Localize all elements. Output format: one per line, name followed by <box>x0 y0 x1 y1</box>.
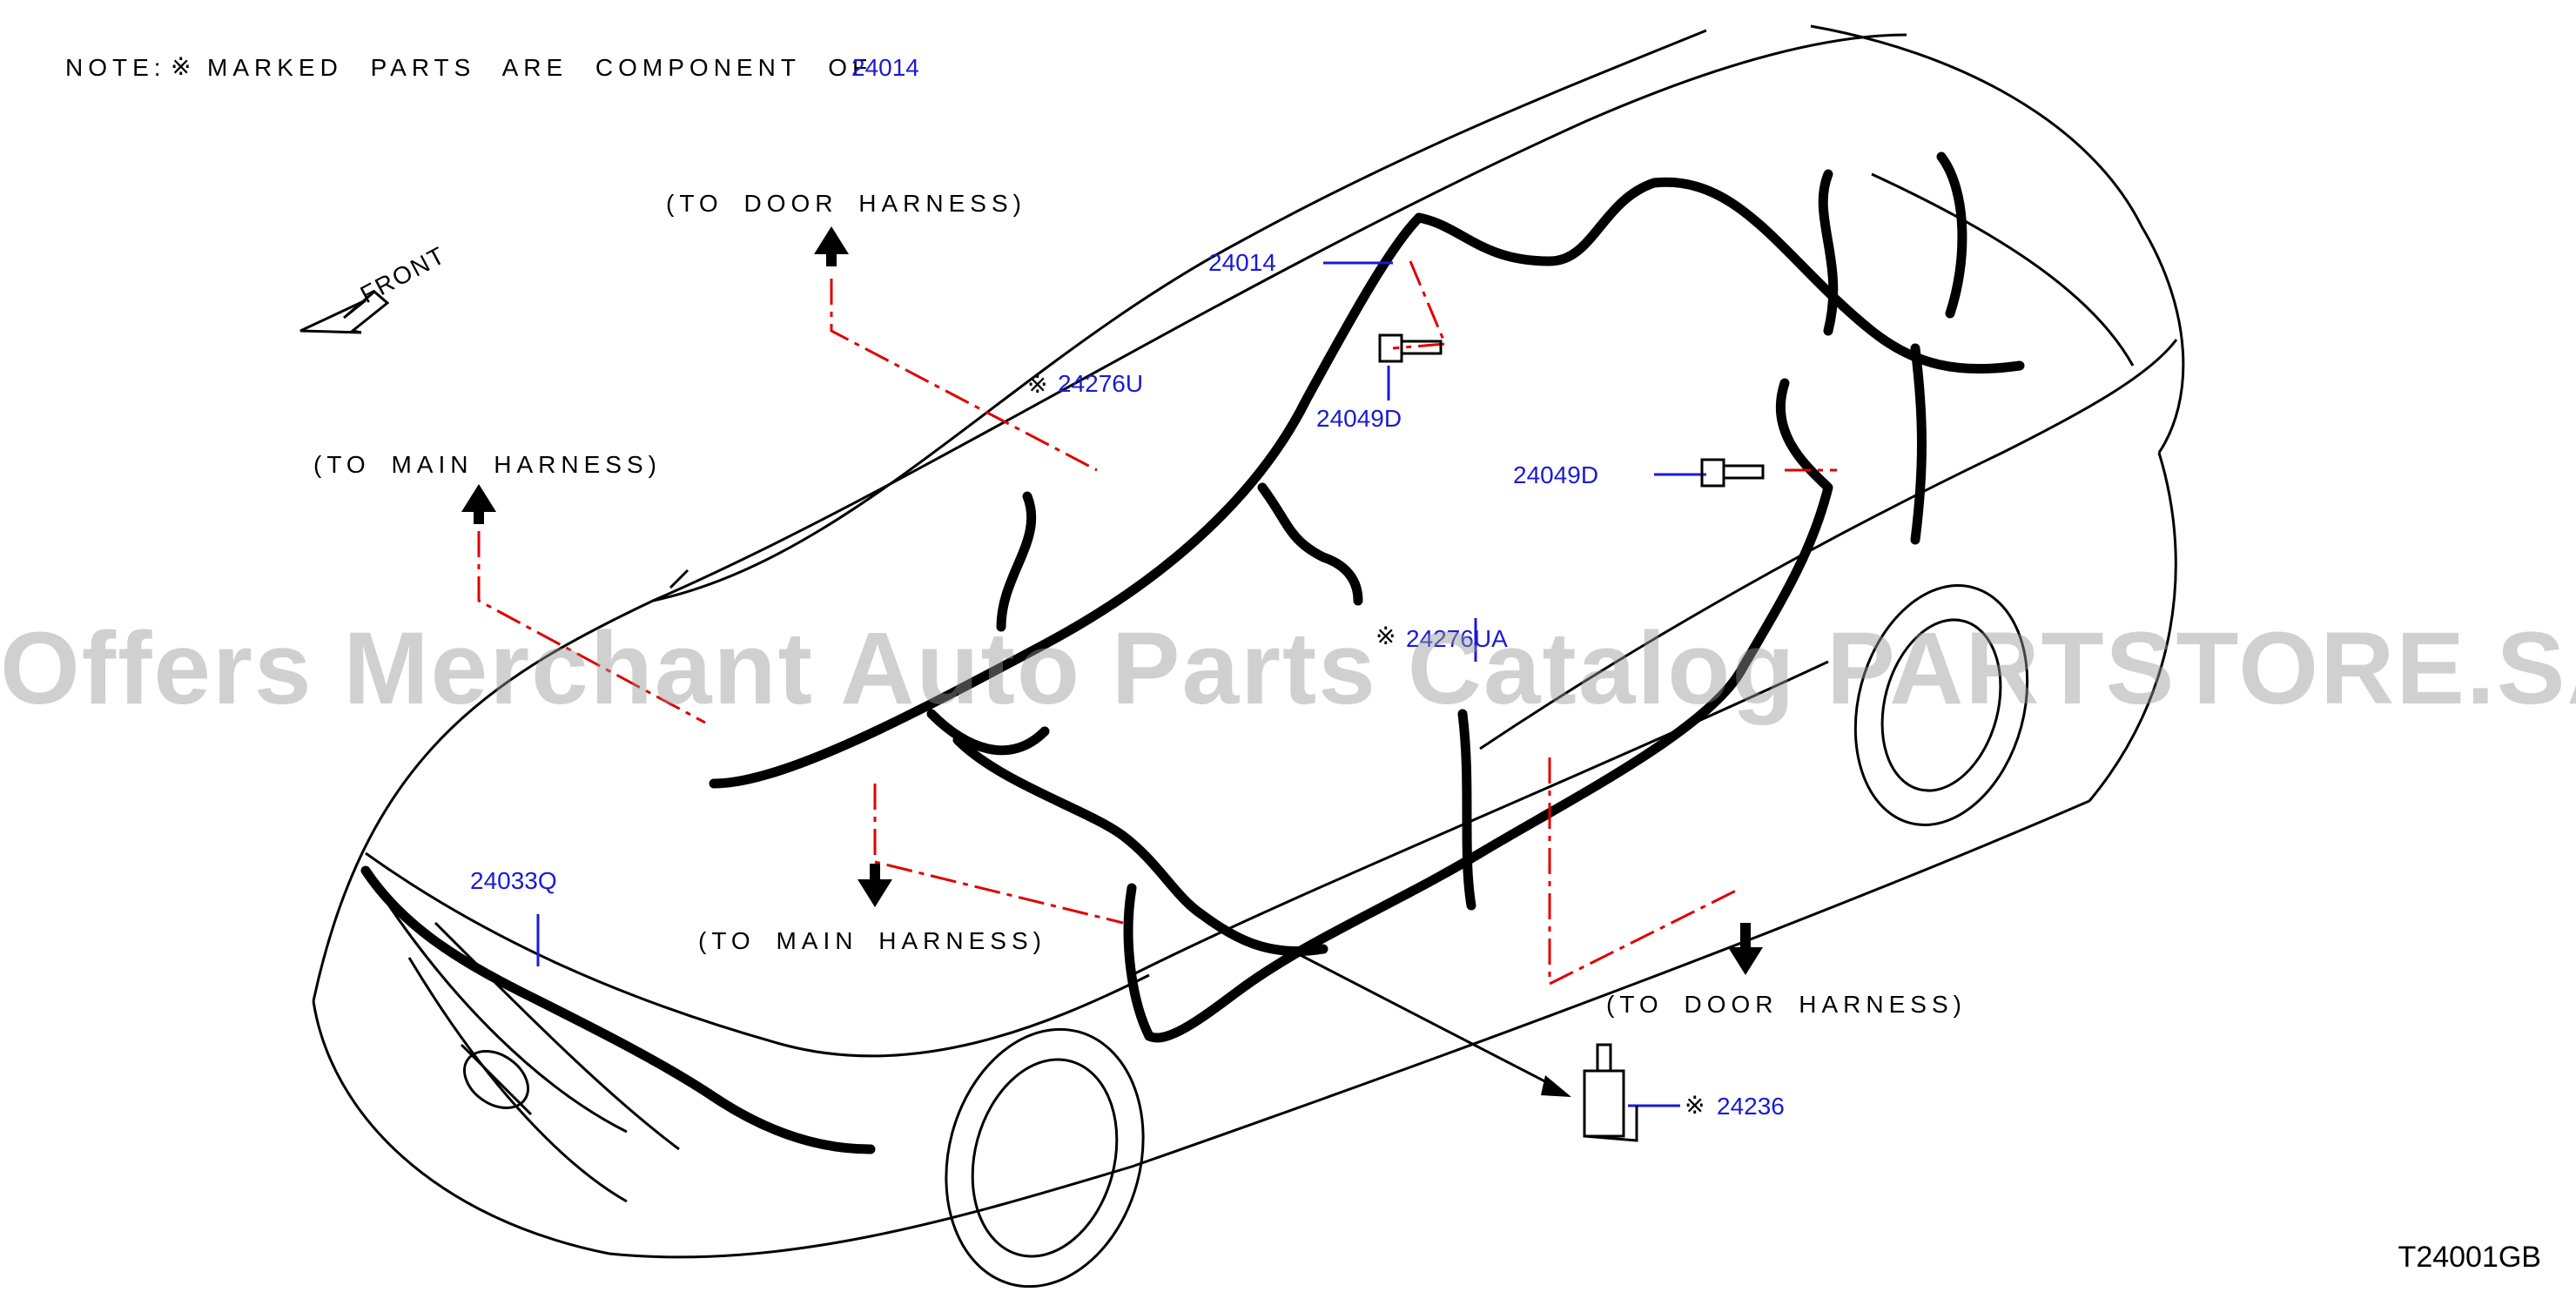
wiring-harness <box>360 151 2025 1154</box>
note-text: MARKED PARTS ARE COMPONENT OF <box>207 54 873 81</box>
part-label-24049D-b[interactable]: 24049D <box>1513 461 1599 488</box>
front-grille <box>407 921 680 1203</box>
pointer-arrow <box>1288 947 1571 1097</box>
note-prefix: NOTE: <box>65 54 166 81</box>
part-label-24014[interactable]: 24014 <box>1208 249 1276 276</box>
part-label-24276UA[interactable]: 24276UA <box>1406 625 1508 652</box>
bolt-icon <box>1378 333 1765 488</box>
part-label-24276U[interactable]: 24276U <box>1058 370 1144 397</box>
front-arrow-icon <box>299 290 390 334</box>
label-to-main-harness-center: (TO MAIN HARNESS) <box>698 927 1046 954</box>
part-label-24049D-a[interactable]: 24049D <box>1316 405 1402 432</box>
note-ref-24014: 24014 <box>851 54 919 81</box>
part-label-24033Q[interactable]: 24033Q <box>470 867 557 894</box>
marked-symbol-24276UA: ※ <box>1375 622 1396 649</box>
connector-24236-icon <box>1583 1043 1638 1142</box>
watermark: Offers Merchant Auto Parts Catalog PARTS… <box>0 611 2576 726</box>
leader-lines-dashed <box>477 260 1837 986</box>
marked-symbol: ※ <box>171 53 192 80</box>
marked-symbol-24276U: ※ <box>1027 371 1048 398</box>
marked-symbol-24236: ※ <box>1685 1092 1705 1119</box>
part-label-24236[interactable]: 24236 <box>1717 1093 1785 1120</box>
wheel-outlines <box>945 584 2029 1289</box>
direction-arrows <box>461 226 1763 975</box>
label-to-door-harness-top: (TO DOOR HARNESS) <box>666 190 1026 217</box>
label-to-door-harness-right: (TO DOOR HARNESS) <box>1606 991 1967 1018</box>
car-body-outline <box>312 24 2185 1259</box>
label-to-main-harness-left: (TO MAIN HARNESS) <box>313 451 662 478</box>
diagram-id: T24001GB <box>2398 1241 2541 1274</box>
